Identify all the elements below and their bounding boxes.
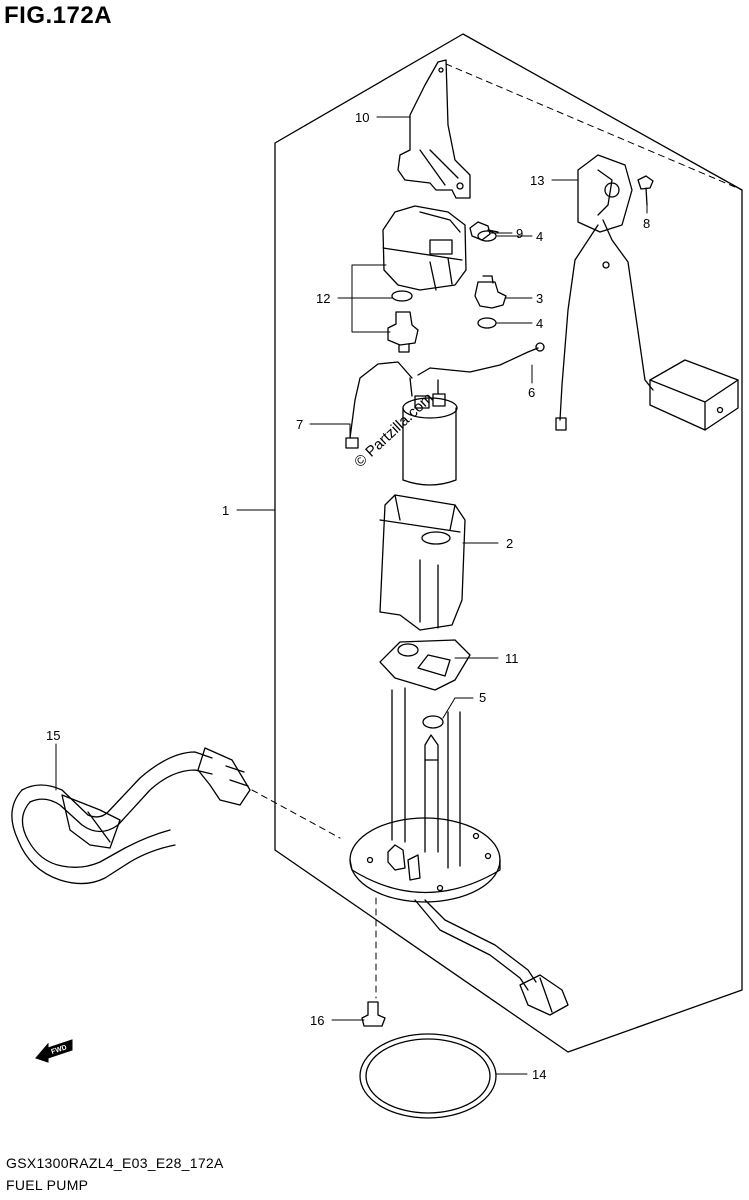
fuel-filter-part-11 [379, 639, 471, 691]
pump-holder-part-2 [379, 494, 466, 631]
callout-3: 3 [536, 291, 543, 306]
callout-4-lower: 4 [536, 316, 543, 331]
sender-wire [602, 219, 654, 391]
regulator-cover-part-12 [382, 205, 467, 291]
callout-9: 9 [516, 226, 523, 241]
oring-part-4-lower [477, 317, 497, 329]
ground-wire-part-6 [417, 347, 539, 376]
oring-part-5 [422, 715, 444, 729]
pump-support-plate [349, 687, 501, 903]
bracket-part-10 [397, 59, 471, 199]
sender-bracket-part-13 [577, 154, 633, 233]
figure-title: FIG.172A [4, 2, 113, 29]
callout-11: 11 [505, 651, 519, 666]
watermark: © Partzilla.com [351, 390, 437, 471]
bolt-part-9 [469, 221, 499, 241]
pump-harness [414, 899, 529, 991]
leader-5 [442, 697, 474, 719]
callout-8: 8 [643, 216, 650, 231]
pump-wire-part-7 [349, 361, 413, 439]
bolt-part-16 [361, 1001, 386, 1027]
harness-connector [519, 974, 569, 1016]
pressure-regulator [387, 311, 419, 353]
sender-dashline [445, 63, 743, 191]
callout-14: 14 [532, 1067, 546, 1082]
callout-1: 1 [222, 503, 229, 518]
gasket-part-14 [359, 1033, 497, 1119]
leader-7 [309, 423, 351, 439]
fitting-part-3 [474, 275, 507, 309]
sender-wire-2 [559, 224, 599, 421]
callout-13: 13 [530, 173, 544, 188]
regulator-oring [391, 290, 413, 302]
callout-15: 15 [46, 728, 60, 743]
callout-4-upper: 4 [536, 229, 543, 244]
callout-16: 16 [310, 1013, 324, 1028]
callout-12: 12 [316, 291, 330, 306]
callout-6: 6 [528, 385, 535, 400]
callout-7: 7 [296, 417, 303, 432]
diagram-name: FUEL PUMP [6, 1177, 89, 1193]
assembly-outline [274, 33, 743, 1053]
leader-12 [337, 264, 393, 333]
callout-10: 10 [355, 110, 369, 125]
fuel-pump-motor [402, 377, 458, 486]
fuel-hose-part-15 [11, 747, 251, 885]
fuel-level-sender [649, 359, 739, 431]
fwd-label: FWD [50, 1044, 67, 1056]
screw-part-8 [637, 175, 654, 206]
diagram-code: GSX1300RAZL4_E03_E28_172A [6, 1155, 224, 1171]
fwd-arrow-icon: FWD [35, 1039, 73, 1063]
oring-part-4-upper [477, 230, 497, 242]
callout-5: 5 [479, 690, 486, 705]
hose-dashline [251, 789, 341, 839]
callout-2: 2 [506, 536, 513, 551]
